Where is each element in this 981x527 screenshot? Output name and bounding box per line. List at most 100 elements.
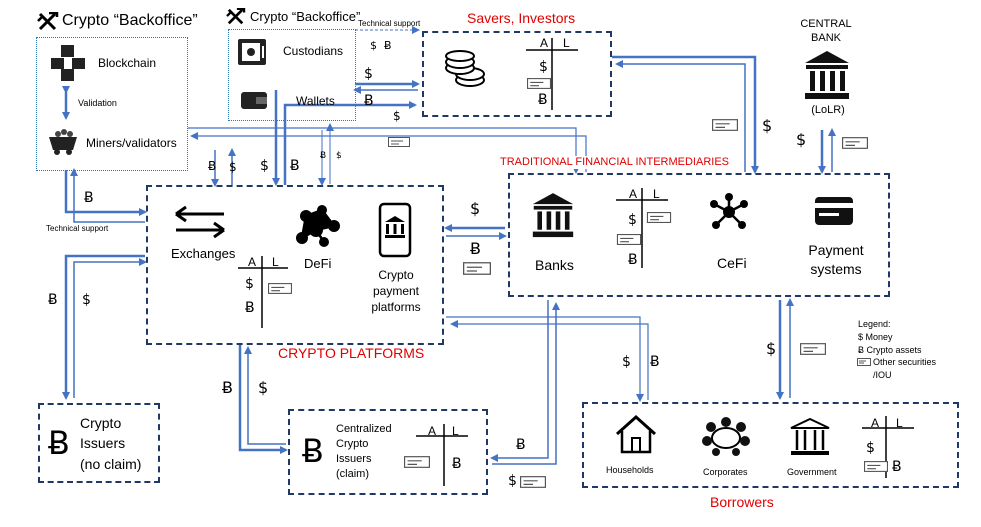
legend-money: $ Money bbox=[858, 332, 893, 342]
backoffice-left-title: Crypto “Backoffice” bbox=[62, 12, 198, 29]
blockchain-cubes-icon bbox=[51, 45, 85, 81]
issuers-claim-a: A bbox=[428, 424, 437, 438]
issuers-claim-l1: Centralized bbox=[336, 423, 392, 435]
flow-bitcoin: Ƀ bbox=[84, 190, 94, 206]
savers-l: L bbox=[563, 36, 570, 50]
cheque-icon bbox=[842, 137, 868, 149]
validation-label: Validation bbox=[78, 98, 117, 108]
issuers-noclaim-l2: Issuers bbox=[80, 435, 126, 451]
cheque-icon bbox=[404, 456, 430, 468]
payment-systems-l2: systems bbox=[810, 261, 862, 277]
issuers-claim-box bbox=[288, 409, 488, 495]
crypto-payment-l2: payment bbox=[372, 284, 420, 298]
cefi-network-icon bbox=[710, 193, 748, 229]
legend-other2: /IOU bbox=[873, 370, 892, 380]
issuers-noclaim-l3: (no claim) bbox=[80, 456, 142, 472]
government-label: Government bbox=[787, 467, 837, 477]
defi-label: DeFi bbox=[304, 256, 332, 271]
issuers-claim-bitcoin: Ƀ bbox=[452, 456, 462, 472]
issuers-noclaim-box bbox=[38, 403, 160, 483]
credit-card-icon bbox=[815, 197, 853, 225]
platforms-dollar: $ bbox=[245, 276, 254, 292]
platforms-a: A bbox=[248, 255, 257, 269]
backoffice-top-box bbox=[228, 29, 356, 121]
trad-fi-box bbox=[508, 173, 890, 297]
house-icon bbox=[615, 414, 657, 454]
savers-title: Savers, Investors bbox=[467, 10, 576, 26]
trad-fi-balance-sheet bbox=[616, 188, 668, 268]
flow-bitcoin: Ƀ bbox=[290, 158, 300, 174]
coins-icon bbox=[445, 50, 485, 87]
issuers-claim-l4: (claim) bbox=[336, 468, 369, 480]
flow-dollar: $ bbox=[470, 199, 481, 218]
crypto-payment-l3: platforms bbox=[371, 300, 421, 314]
flow-bitcoin: Ƀ bbox=[320, 151, 327, 161]
central-bank-line1: CENTRAL bbox=[800, 18, 852, 30]
wallets-label: Wallets bbox=[296, 94, 335, 108]
issuers-claim-l: L bbox=[452, 424, 459, 438]
platforms-l: L bbox=[272, 255, 279, 269]
legend-title: Legend: bbox=[858, 319, 891, 329]
cheque-icon bbox=[864, 461, 888, 472]
wallet-icon bbox=[241, 92, 267, 109]
flow-dollar: $ bbox=[622, 354, 631, 370]
trad-fi-l: L bbox=[653, 187, 660, 201]
issuers-claim-l3: Issuers bbox=[336, 453, 372, 465]
custodians-label: Custodians bbox=[283, 44, 344, 58]
pickaxe-hammer-icon bbox=[226, 8, 246, 25]
cheque-icon bbox=[463, 262, 491, 275]
flow-dollar: $ bbox=[260, 158, 269, 174]
savers-box bbox=[422, 31, 612, 117]
crypto-payment-l1: Crypto bbox=[378, 268, 414, 282]
cefi-label: CeFi bbox=[717, 255, 747, 271]
miners-label: Miners/validators bbox=[86, 136, 177, 150]
flow-bitcoin: Ƀ bbox=[650, 354, 660, 370]
savers-bitcoin: Ƀ bbox=[538, 92, 548, 108]
payment-systems-l1: Payment bbox=[808, 242, 864, 258]
phone-bank-icon bbox=[378, 202, 412, 258]
lolr-label: (LoLR) bbox=[811, 104, 845, 116]
safe-icon bbox=[238, 39, 266, 65]
crypto-platforms-title: CRYPTO PLATFORMS bbox=[278, 345, 425, 361]
issuers-claim-l2: Crypto bbox=[336, 438, 369, 450]
svg-text:Ƀ: Ƀ bbox=[48, 424, 70, 460]
borrowers-bitcoin: Ƀ bbox=[892, 459, 902, 475]
flow-dollar: $ bbox=[762, 116, 773, 135]
cheque-icon bbox=[520, 476, 546, 488]
platforms-balance-sheet bbox=[238, 256, 288, 328]
borrowers-l: L bbox=[896, 416, 903, 430]
cheque-icon bbox=[712, 119, 738, 131]
cheque-icon bbox=[527, 78, 551, 89]
flow-bitcoin: Ƀ bbox=[470, 239, 481, 258]
banks-label: Banks bbox=[535, 257, 574, 273]
savers-balance-sheet bbox=[526, 38, 578, 110]
crypto-platforms-box bbox=[146, 185, 444, 345]
flow-dollar: $ bbox=[82, 292, 91, 308]
flow-bitcoin: Ƀ bbox=[222, 378, 233, 397]
defi-network-icon bbox=[296, 205, 340, 247]
flow-dollar: $ bbox=[393, 109, 401, 123]
cheque-icon bbox=[857, 358, 871, 366]
flow-dollar: $ bbox=[364, 66, 373, 82]
legend-other1: Other securities bbox=[873, 357, 937, 367]
platforms-bitcoin: Ƀ bbox=[245, 300, 255, 316]
blockchain-label: Blockchain bbox=[98, 56, 157, 70]
savers-dollar: $ bbox=[539, 59, 548, 75]
exchanges-label: Exchanges bbox=[171, 246, 236, 261]
bitcoin-icon: Ƀ bbox=[302, 432, 324, 468]
flow-bitcoin: Ƀ bbox=[516, 437, 526, 453]
flow-bitcoin: Ƀ bbox=[208, 159, 217, 173]
issuers-claim-balance-sheet bbox=[416, 424, 468, 486]
pickaxe-hammer-icon bbox=[37, 12, 59, 31]
flow-bitcoin: Ƀ bbox=[48, 292, 58, 308]
central-bank-line2: BANK bbox=[811, 32, 841, 44]
meeting-table-icon bbox=[702, 417, 750, 456]
cheque-icon bbox=[268, 283, 292, 294]
flow-dollar: $ bbox=[766, 339, 777, 358]
cheque-icon bbox=[616, 234, 642, 245]
backoffice-left-box bbox=[36, 37, 188, 171]
flow-dollar: $ bbox=[336, 151, 342, 161]
flow-dollar: $ bbox=[229, 160, 237, 174]
cheque-icon bbox=[800, 343, 826, 355]
